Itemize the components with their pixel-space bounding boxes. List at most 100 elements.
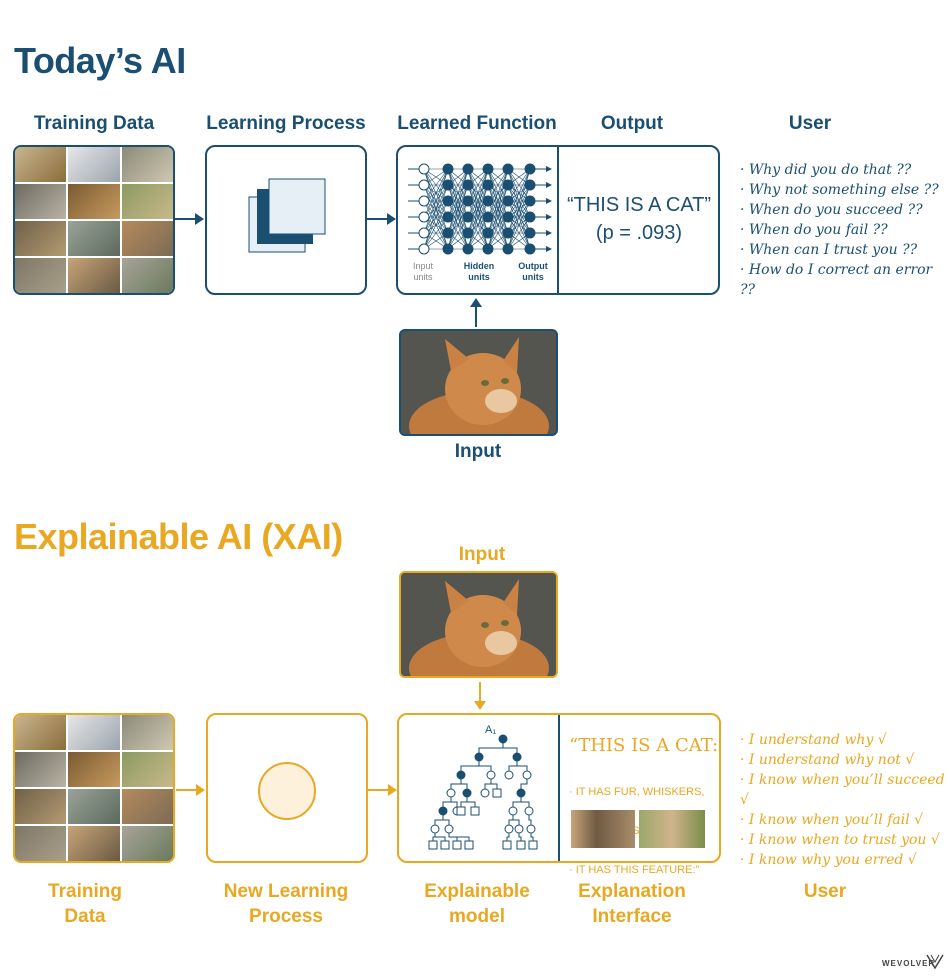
training-image bbox=[15, 147, 67, 182]
training-data-image-grid bbox=[13, 145, 175, 295]
training-image bbox=[121, 789, 173, 824]
tree-node bbox=[498, 734, 508, 744]
arrow-right-icon bbox=[367, 213, 396, 225]
training-image bbox=[121, 826, 173, 861]
tree-node bbox=[474, 752, 484, 762]
wevolver-logo-icon bbox=[926, 954, 944, 970]
xai-label-input: Input bbox=[458, 544, 506, 565]
nn-node bbox=[524, 227, 536, 239]
nn-node bbox=[442, 211, 454, 223]
explanation-title: “THIS IS A CAT: bbox=[569, 735, 719, 756]
training-image bbox=[68, 184, 120, 219]
nn-node bbox=[418, 195, 430, 207]
tree-node bbox=[462, 788, 472, 798]
nn-node bbox=[418, 211, 430, 223]
user-question: · When do you succeed ?? bbox=[740, 202, 923, 218]
nn-node bbox=[524, 243, 536, 255]
nn-node bbox=[462, 163, 474, 175]
section-title-xai: Explainable AI (XAI) bbox=[14, 516, 343, 557]
nn-node bbox=[524, 179, 536, 191]
user-question: · How do I correct an error ?? bbox=[740, 262, 933, 298]
brand-wordmark: WEVOLVER bbox=[882, 959, 936, 968]
user-answer: · I know why you erred √ bbox=[740, 852, 917, 868]
training-image bbox=[68, 789, 120, 824]
nn-node bbox=[482, 227, 494, 239]
tree-node bbox=[470, 806, 480, 816]
nn-node bbox=[502, 211, 514, 223]
nn-node bbox=[418, 227, 430, 239]
input-cat-image bbox=[399, 329, 558, 436]
explainable-model-interface-box: A₁ “THIS IS A CAT: · IT HAS FUR, WHISKER… bbox=[397, 713, 721, 876]
nn-node bbox=[442, 227, 454, 239]
user-answer: · I understand why √ bbox=[740, 732, 887, 748]
tree-node bbox=[480, 788, 490, 798]
box-divider bbox=[557, 147, 559, 293]
training-image bbox=[68, 826, 120, 861]
nn-node bbox=[442, 179, 454, 191]
training-image bbox=[15, 715, 67, 750]
tree-node bbox=[512, 752, 522, 762]
nn-node bbox=[442, 163, 454, 175]
training-image bbox=[121, 752, 173, 787]
tree-node bbox=[516, 840, 526, 850]
section-title-today: Today’s AI bbox=[14, 40, 186, 81]
nn-node bbox=[462, 179, 474, 191]
nn-node bbox=[462, 195, 474, 207]
nn-node bbox=[524, 195, 536, 207]
training-image bbox=[68, 715, 120, 750]
nn-node bbox=[482, 211, 494, 223]
training-image bbox=[121, 147, 173, 182]
header-learning-process: Learning Process bbox=[206, 113, 366, 134]
user-answers: · I understand why √ · I understand why … bbox=[740, 730, 950, 870]
training-image bbox=[68, 258, 120, 293]
training-image bbox=[15, 789, 67, 824]
training-image bbox=[15, 221, 67, 256]
tree-node bbox=[456, 806, 466, 816]
tree-node bbox=[516, 788, 526, 798]
user-answer: · I know when to trust you √ bbox=[740, 832, 940, 848]
nn-node bbox=[524, 163, 536, 175]
nn-node bbox=[418, 179, 430, 191]
new-learning-process-box bbox=[206, 713, 368, 863]
header-user: User bbox=[788, 113, 832, 134]
tree-node bbox=[430, 824, 440, 834]
tree-node bbox=[464, 840, 474, 850]
training-image bbox=[15, 184, 67, 219]
tree-node bbox=[438, 806, 448, 816]
tree-node bbox=[524, 806, 534, 816]
nn-node bbox=[502, 163, 514, 175]
nn-node bbox=[442, 243, 454, 255]
feature-image-2 bbox=[639, 810, 705, 848]
arrow-right-icon bbox=[368, 784, 397, 796]
tree-node bbox=[504, 824, 514, 834]
nn-node bbox=[502, 179, 514, 191]
nn-node bbox=[462, 227, 474, 239]
nn-node bbox=[442, 195, 454, 207]
tree-node bbox=[428, 840, 438, 850]
tree-root-label: A₁ bbox=[485, 724, 497, 736]
cat-photo bbox=[401, 331, 556, 434]
training-image bbox=[15, 258, 67, 293]
learning-process-box bbox=[205, 145, 367, 295]
cat-photo bbox=[401, 573, 556, 676]
user-question: · When do you fail ?? bbox=[740, 222, 888, 238]
training-image bbox=[15, 826, 67, 861]
feature-image-1 bbox=[571, 810, 635, 848]
tree-node bbox=[452, 840, 462, 850]
xai-training-data-image-grid bbox=[13, 713, 175, 863]
training-image bbox=[68, 752, 120, 787]
tree-node bbox=[456, 770, 466, 780]
nn-node bbox=[502, 227, 514, 239]
box-divider bbox=[558, 715, 560, 861]
training-image bbox=[121, 258, 173, 293]
tree-node bbox=[486, 770, 496, 780]
training-image bbox=[68, 147, 120, 182]
header-output: Output bbox=[600, 113, 664, 134]
circle-icon bbox=[258, 762, 316, 820]
user-answer: · I understand why not √ bbox=[740, 752, 915, 768]
